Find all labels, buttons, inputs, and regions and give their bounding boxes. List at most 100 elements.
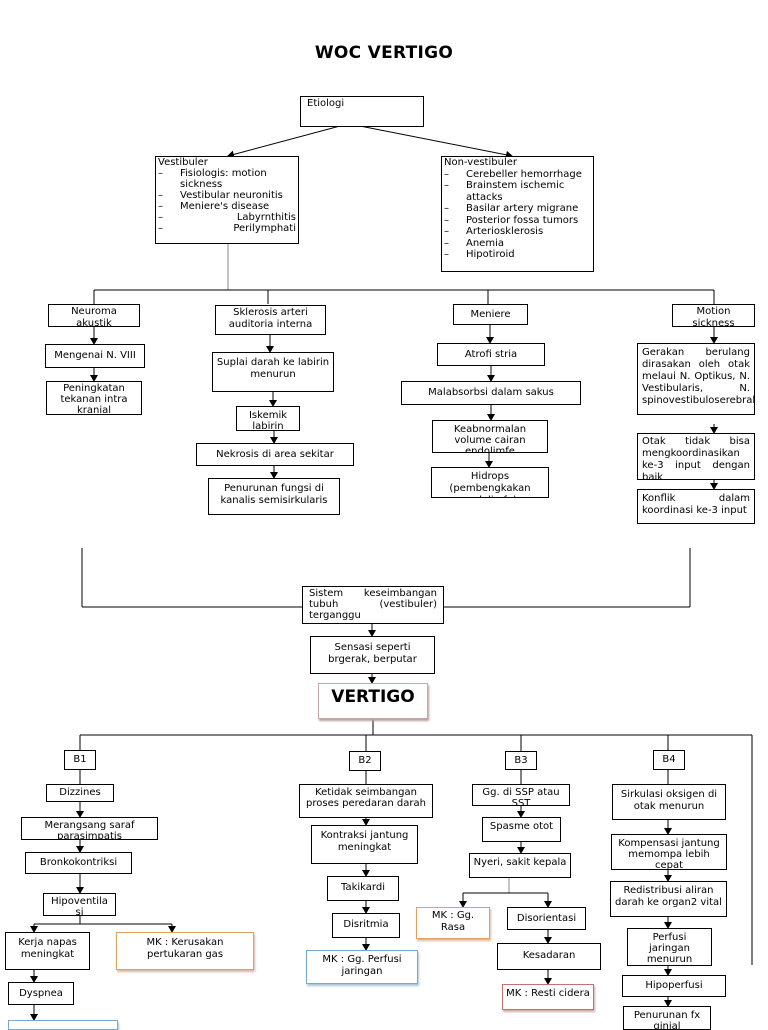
meniere-label: Meniere	[470, 309, 511, 320]
kontraksi-label: Kontraksi jantung meningkat	[320, 830, 409, 853]
suplai-box: Suplai darah ke labirin menurun	[212, 352, 334, 392]
sistem-label: Sistem keseimbangan tubuh (vestibuler) t…	[309, 588, 437, 621]
mengenai-label: Mengenai N. VIII	[54, 350, 136, 361]
dyspnea-label: Dyspnea	[19, 988, 63, 999]
vestibuler-box: Vestibuler Fisiologis: motion sickness V…	[155, 156, 299, 244]
iskemik-label: Iskemik labirin	[248, 410, 288, 431]
vestibuler-item: Vestibular neuronitis	[158, 190, 296, 201]
gerakan-box: Gerakan berulang dirasakan oleh otak mel…	[637, 343, 755, 415]
non-vestibuler-item: Hipotiroid	[444, 249, 591, 261]
dyspnea-box: Dyspnea	[8, 982, 74, 1005]
penurunan-fx-label: Penurunan fx ginjal	[633, 1010, 701, 1030]
peningkatan-label: Peningkatan tekanan intra kranial	[60, 383, 128, 415]
peningkatan-box: Peningkatan tekanan intra kranial	[46, 381, 142, 415]
diagram-title: WOC VERTIGO	[314, 43, 454, 63]
b2-box: B2	[349, 751, 381, 771]
vestibuler-item: Perilymphati	[158, 223, 296, 234]
kesadaran-label: Kesadaran menurun	[522, 950, 576, 961]
kerja-napas-box: Kerja napas meningkat	[5, 932, 90, 970]
b1-bottom-box	[8, 1020, 118, 1030]
gg-ssp-box: Gg. di SSP atau SST	[472, 784, 570, 806]
sistem-box: Sistem keseimbangan tubuh (vestibuler) t…	[302, 586, 444, 624]
hidrops-box: Hidrops (pembengkakan endolimfe)	[431, 467, 549, 498]
redistribusi-box: Redistribusi aliran darah ke organ2 vita…	[610, 881, 727, 917]
kompensasi-label: Kompensasi jantung memompa lebih cepat	[618, 838, 720, 870]
malabsorbsi-label: Malabsorbsi dalam sakus endolimfatik	[428, 387, 554, 398]
non-vestibuler-box: Non-vestibuler Cerebeller hemorrhage Bra…	[441, 156, 594, 272]
perfusi-jaringan-box: Perfusi jaringan menurun	[627, 928, 712, 966]
kompensasi-box: Kompensasi jantung memompa lebih cepat	[611, 834, 727, 870]
neuroma-box: Neuroma akustik	[48, 304, 140, 327]
disorientasi-label: Disorientasi	[516, 913, 577, 924]
konflik-label: Konflik dalam koordinasi ke-3 input	[642, 493, 750, 516]
vertigo-label: VERTIGO	[331, 687, 415, 707]
disritmia-label: Disritmia	[343, 919, 389, 930]
dizzines-label: Dizzines	[59, 787, 101, 798]
spasme-label: Spasme otot	[489, 821, 554, 832]
konflik-box: Konflik dalam koordinasi ke-3 input	[637, 489, 755, 524]
merangsang-box: Merangsang saraf parasimpatis	[21, 817, 158, 840]
b4-label: B4	[662, 754, 676, 765]
nyeri-label: Nyeri, sakit kepala	[473, 857, 567, 868]
takikardi-box: Takikardi	[327, 876, 399, 901]
mengenai-box: Mengenai N. VIII	[45, 344, 145, 368]
gerakan-label: Gerakan berulang dirasakan oleh otak mel…	[642, 347, 755, 406]
mk-resti-label: MK : Resti cidera	[506, 988, 590, 999]
etiologi-box: Etiologi	[300, 96, 424, 127]
merangsang-label: Merangsang saraf parasimpatis	[44, 820, 135, 840]
nekrosis-box: Nekrosis di area sekitar labirin	[196, 443, 354, 466]
motion-box: Motion sickness	[672, 304, 755, 327]
non-vestibuler-item: Posterior fossa tumors	[444, 215, 591, 227]
sirkulasi-box: Sirkulasi oksigen di otak menurun	[612, 784, 726, 820]
mk-rasa-label: MK : Gg. Rasa	[431, 910, 475, 933]
neuroma-label: Neuroma akustik	[71, 306, 117, 327]
b4-box: B4	[653, 750, 685, 770]
sirkulasi-label: Sirkulasi oksigen di otak menurun	[620, 789, 718, 812]
penurunan-fx-box: Penurunan fx ginjal	[623, 1006, 711, 1030]
disritmia-box: Disritmia	[332, 913, 400, 938]
kerja-napas-label: Kerja napas meningkat	[18, 937, 77, 960]
sklerosis-label: Sklerosis arteri auditoria interna	[228, 307, 313, 330]
keabnormalan-box: Keabnormalan volume cairan endolimfe	[432, 420, 548, 453]
motion-label: Motion sickness	[692, 306, 735, 327]
atrofi-label: Atrofi stria vaskularis	[464, 349, 518, 360]
kesadaran-box: Kesadaran menurun	[497, 943, 601, 970]
mk-rasa-box: MK : Gg. Rasa	[416, 907, 490, 939]
kontraksi-box: Kontraksi jantung meningkat	[311, 825, 418, 864]
non-vestibuler-item: Cerebeller hemorrhage	[444, 169, 591, 181]
mk-kerusakan-box: MK : Kerusakan pertukaran gas	[116, 932, 254, 970]
non-vestibuler-item: Basilar artery migrane	[444, 203, 591, 215]
non-vestibuler-item: Anemia	[444, 238, 591, 250]
hipoventilasi-box: Hipoventila si	[43, 893, 116, 916]
b2-label: B2	[358, 755, 372, 766]
meniere-box: Meniere	[453, 304, 528, 325]
perfusi-jaringan-label: Perfusi jaringan menurun	[646, 932, 693, 965]
atrofi-box: Atrofi stria vaskularis	[437, 343, 545, 366]
sensasi-label: Sensasi seperti brgerak, berputar	[328, 642, 417, 665]
b3-box: B3	[505, 751, 537, 770]
mk-resti-box: MK : Resti cidera	[502, 984, 594, 1010]
nyeri-box: Nyeri, sakit kepala	[469, 853, 571, 878]
sklerosis-box: Sklerosis arteri auditoria interna	[215, 305, 326, 335]
nekrosis-label: Nekrosis di area sekitar labirin	[216, 449, 334, 460]
hidrops-label: Hidrops (pembengkakan endolimfe)	[449, 471, 531, 497]
bronkokontriksi-box: Bronkokontriksi	[25, 852, 132, 874]
mk-kerusakan-label: MK : Kerusakan pertukaran gas	[146, 937, 224, 960]
non-vestibuler-item: Arteriosklerosis	[444, 226, 591, 238]
non-vestibuler-list: Cerebeller hemorrhage Brainstem ischemic…	[444, 169, 591, 261]
vestibuler-item: Meniere's disease	[158, 201, 296, 212]
otak-box: Otak tidak bisa mengkoordinasikan ke-3 i…	[637, 433, 755, 480]
vestibuler-list: Fisiologis: motion sickness Vestibular n…	[158, 168, 296, 234]
vestibuler-heading: Vestibuler	[158, 157, 208, 168]
suplai-label: Suplai darah ke labirin menurun	[216, 357, 330, 380]
gg-ssp-label: Gg. di SSP atau SST	[482, 787, 560, 806]
hipoventilasi-label: Hipoventila si	[51, 896, 108, 916]
vestibuler-item: Fisiologis: motion sickness	[158, 168, 296, 190]
ketidak-seimbangan-label: Ketidak seimbangan proses peredaran dara…	[306, 787, 426, 809]
hipoperfusi-box: Hipoperfusi	[622, 975, 726, 997]
hipoperfusi-label: Hipoperfusi	[645, 980, 703, 991]
spasme-box: Spasme otot	[482, 817, 561, 842]
bronkokontriksi-label: Bronkokontriksi	[39, 857, 118, 868]
ketidak-seimbangan-box: Ketidak seimbangan proses peredaran dara…	[299, 784, 433, 818]
